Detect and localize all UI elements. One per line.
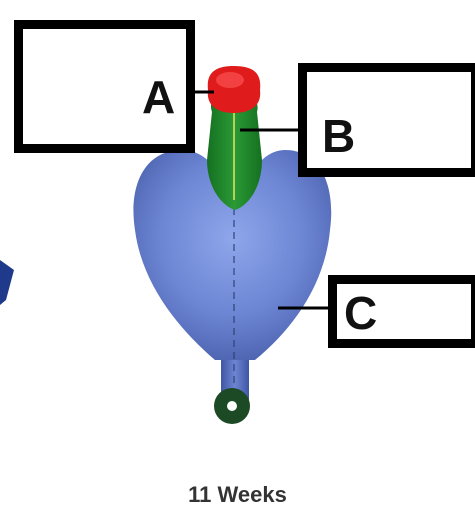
label-b: B: [322, 110, 356, 162]
label-box-a: [14, 20, 195, 153]
label-c: C: [344, 287, 378, 339]
edge-shape: [0, 260, 14, 305]
tail-knob-center: [227, 401, 237, 411]
label-a: A: [142, 71, 176, 123]
region-a-highlight: [216, 72, 244, 88]
label-box-c: [328, 275, 475, 348]
caption: 11 Weeks: [188, 482, 287, 507]
label-box-b: [298, 63, 475, 177]
